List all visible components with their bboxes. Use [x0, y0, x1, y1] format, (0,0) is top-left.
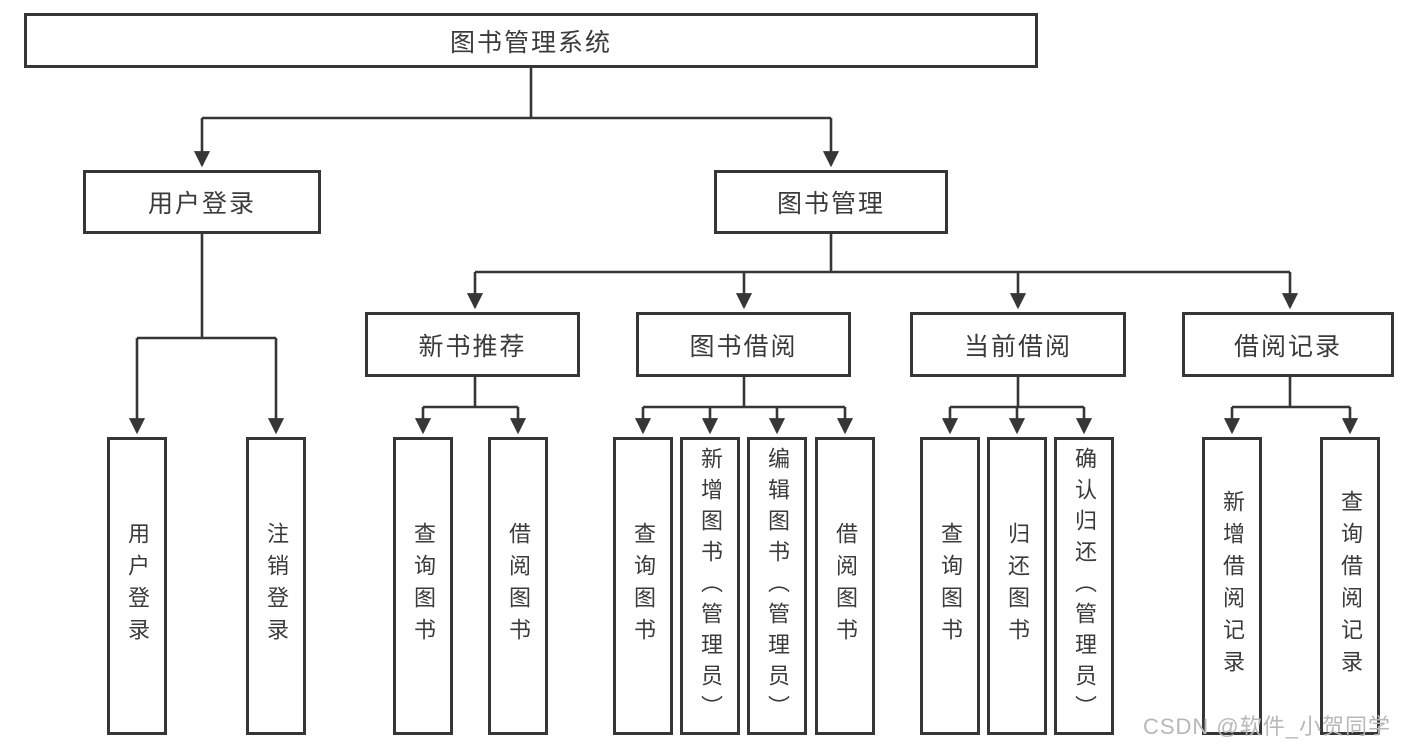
- leaf-cb-confirm-return-admin: 确认归还（管理员）: [1054, 437, 1114, 735]
- leaf-br-query-record: 查询借阅记录: [1320, 437, 1380, 735]
- leaf-bb-add-books-admin-label: 新增图书（管理员）: [698, 446, 723, 726]
- leaf-cb-return-books: 归还图书: [987, 437, 1047, 735]
- leaf-nbr-borrow-books: 借阅图书: [488, 437, 548, 735]
- leaf-bb-query-books: 查询图书: [613, 437, 673, 735]
- leaf-bb-borrow-books: 借阅图书: [815, 437, 875, 735]
- leaf-br-add-record: 新增借阅记录: [1202, 437, 1262, 735]
- leaf-cb-query-books-label: 查询图书: [938, 522, 963, 650]
- node-book-management-label: 图书管理: [776, 190, 885, 218]
- leaf-br-query-record-label: 查询借阅记录: [1338, 490, 1363, 682]
- leaf-bb-add-books-admin: 新增图书（管理员）: [680, 437, 740, 735]
- node-book-borrow-label: 图书借阅: [689, 332, 798, 361]
- leaf-bb-edit-books-admin-label: 编辑图书（管理员）: [765, 446, 790, 726]
- node-book-management-module: 图书管理: [714, 170, 948, 234]
- node-book-borrow: 图书借阅: [636, 312, 851, 377]
- leaf-bb-query-books-label: 查询图书: [631, 522, 656, 650]
- leaf-user-login: 用户登录: [107, 437, 167, 735]
- node-user-login-label: 用户登录: [147, 190, 256, 218]
- node-new-book-recommend-label: 新书推荐: [418, 332, 527, 361]
- node-user-login-module: 用户登录: [83, 170, 321, 234]
- node-new-book-recommend: 新书推荐: [365, 312, 580, 377]
- leaf-nbr-borrow-books-label: 借阅图书: [506, 522, 531, 650]
- node-root-label: 图书管理系统: [449, 28, 612, 57]
- csdn-watermark: CSDN @软件_小贺同学: [1142, 714, 1391, 739]
- leaf-bb-borrow-books-label: 借阅图书: [833, 522, 858, 650]
- node-borrow-records-label: 借阅记录: [1233, 332, 1342, 361]
- leaf-bb-edit-books-admin: 编辑图书（管理员）: [747, 437, 807, 735]
- leaf-nbr-query-books-label: 查询图书: [411, 522, 436, 650]
- leaf-cb-confirm-return-admin-label: 确认归还（管理员）: [1072, 446, 1097, 726]
- leaf-cb-return-books-label: 归还图书: [1005, 522, 1030, 650]
- leaf-logout-label: 注销登录: [264, 522, 289, 650]
- leaf-br-add-record-label: 新增借阅记录: [1220, 490, 1245, 682]
- leaf-cb-query-books: 查询图书: [920, 437, 980, 735]
- node-current-borrow: 当前借阅: [910, 312, 1126, 377]
- leaf-logout: 注销登录: [246, 437, 306, 735]
- node-current-borrow-label: 当前借阅: [963, 332, 1072, 361]
- node-root-library-system: 图书管理系统: [24, 13, 1038, 68]
- node-borrow-records: 借阅记录: [1182, 312, 1394, 377]
- leaf-nbr-query-books: 查询图书: [393, 437, 453, 735]
- leaf-user-login-label: 用户登录: [125, 522, 150, 650]
